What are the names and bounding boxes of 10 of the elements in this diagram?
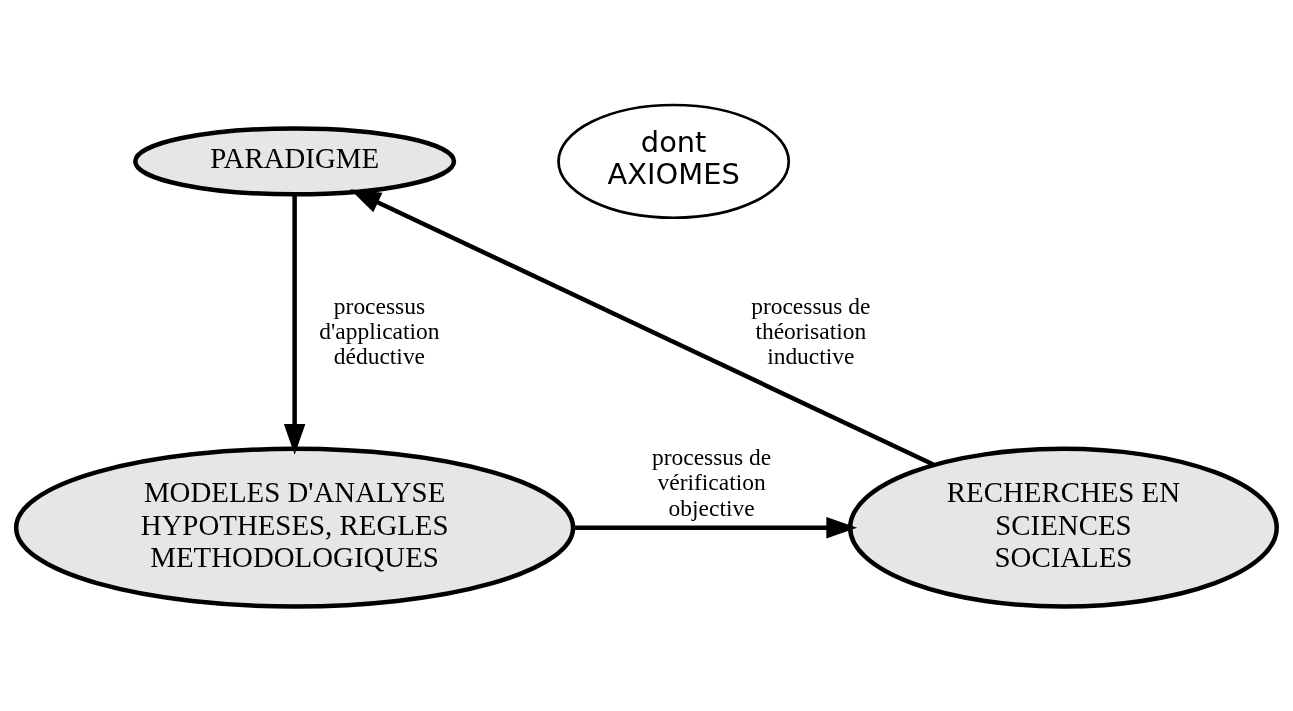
arrow: [350, 188, 935, 466]
node-ellipse: MODELES D'ANALYSE HYPOTHESES, REGLES METHODOLOGIQUES: [13, 446, 576, 609]
arrow: [573, 516, 858, 538]
edge-label: processus de théorisation inductive: [751, 292, 871, 369]
node-ellipse: dont AXIOMES: [557, 103, 791, 219]
edge-label: processus d'application déductive: [319, 292, 440, 369]
arrow: [283, 194, 306, 455]
node-ellipse: RECHERCHES EN SCIENCES SOCIALES: [847, 446, 1279, 609]
node-ellipse: PARADIGME: [133, 125, 457, 197]
edge-label: processus de vérification objective: [651, 443, 772, 521]
